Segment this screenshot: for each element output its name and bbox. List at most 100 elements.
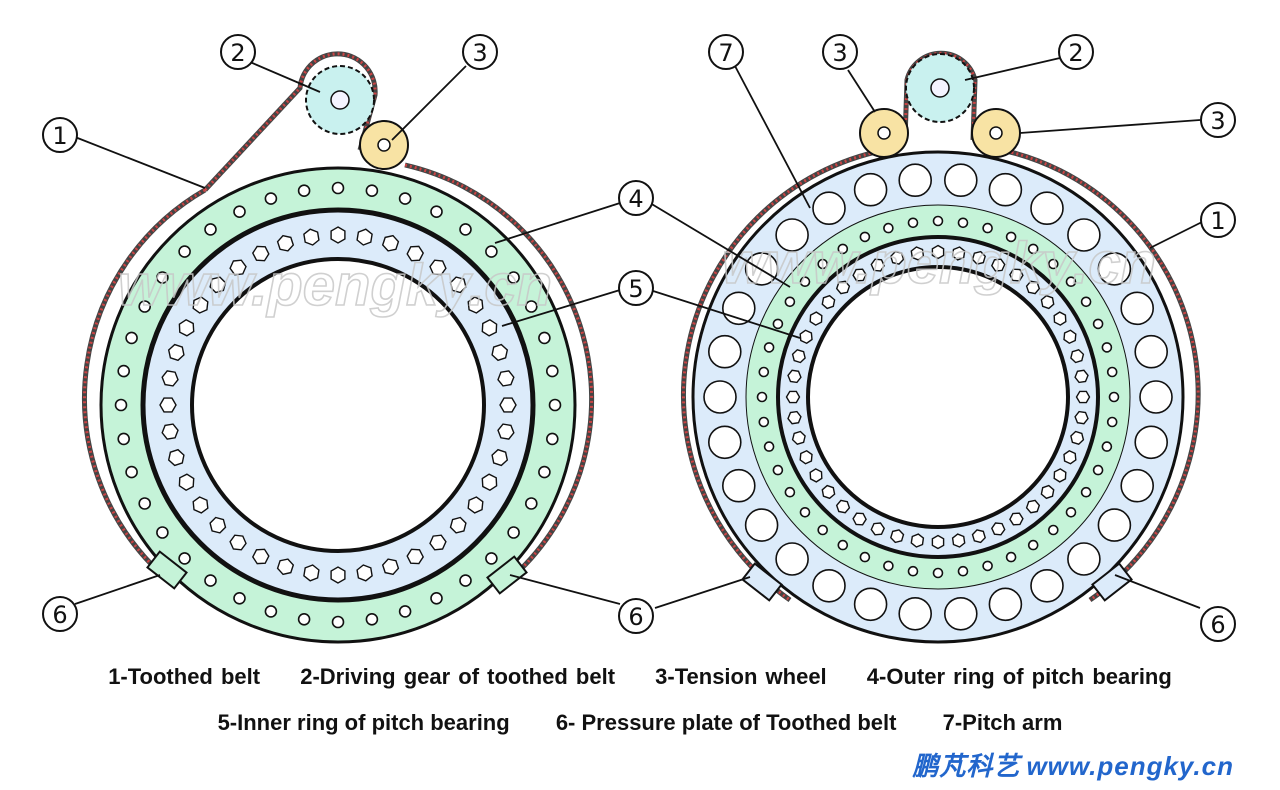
pitch-arm-hole — [721, 468, 756, 503]
pitch-arm-hole — [1067, 542, 1101, 576]
inner-ring-bolt-hex — [951, 533, 966, 548]
inner-ring-bolt-hex — [429, 259, 447, 276]
inner-ring-bolt-hex — [1074, 369, 1089, 384]
outer-ring-bolt-hole — [1048, 258, 1059, 270]
outer-ring-bolt-hole — [459, 223, 472, 236]
outer-ring-bolt-hole — [485, 245, 498, 258]
inner-ring-bolt-hex — [381, 234, 400, 252]
right-driving-gear — [905, 53, 975, 123]
inner-ring-bolt-hex — [890, 250, 905, 265]
pitch-arm-hole — [1120, 291, 1154, 326]
inner-ring-bolt-hex — [852, 512, 867, 526]
outer-ring-bolt-hole — [1106, 416, 1118, 428]
outer-ring-bolt-hole — [138, 300, 151, 313]
outer-ring-bolt-hole — [125, 465, 138, 479]
svg-text:7: 7 — [718, 39, 733, 67]
pitch-arm-hole — [943, 163, 978, 197]
outer-ring-bolt-hole — [204, 223, 217, 236]
inner-ring-bolt-hex — [209, 276, 227, 294]
svg-text:2: 2 — [1068, 39, 1083, 67]
inner-ring-bolt-hex — [330, 566, 346, 584]
right-tension-wheel-left — [859, 108, 909, 158]
pitch-arm-hole — [1134, 334, 1168, 369]
pitch-arm-hole — [988, 172, 1023, 207]
legend-row-1: 1-Toothed belt 2-Driving gear of toothed… — [0, 664, 1280, 690]
pitch-arm-hole — [1030, 568, 1064, 603]
outer-ring-bolt-hole — [763, 342, 775, 353]
pitch-arm-hole — [1139, 380, 1173, 414]
pitch-arm-hole — [988, 587, 1023, 622]
left-inner-ring-bolts — [159, 226, 517, 584]
right-outer-ring-holes — [756, 215, 1120, 579]
legend-item-inner-ring: 5-Inner ring of pitch bearing — [217, 710, 510, 735]
outer-ring-bolt-hole — [957, 565, 969, 577]
inner-ring-bolt-hex — [192, 496, 209, 514]
outer-ring-bolt-hole — [264, 192, 278, 205]
legend-item-toothed-belt: 1-Toothed belt — [108, 664, 261, 689]
right-pressure-plate-right — [1091, 562, 1133, 602]
outer-ring-bolt-hole — [331, 615, 345, 629]
legend-item-pressure-plate: 6- Pressure plate of Toothed belt — [555, 710, 897, 735]
outer-ring-bolt-hole — [883, 560, 894, 572]
outer-ring-bolt-hole — [932, 567, 944, 579]
pitch-arm-hole — [812, 568, 846, 603]
outer-ring-bolt-hole — [982, 222, 993, 234]
pitch-arm-hole — [703, 380, 737, 414]
inner-ring-bolt-hex — [931, 534, 945, 550]
inner-ring-bolt-hex — [429, 534, 447, 551]
inner-ring-bolt-hex — [852, 268, 867, 282]
svg-text:3: 3 — [832, 39, 847, 67]
outer-ring-bolt-hole — [932, 215, 944, 227]
left-assembly — [82, 51, 595, 644]
inner-ring-bolt-hex — [809, 311, 823, 326]
svg-text:1: 1 — [1210, 207, 1225, 235]
brand-url: www.pengky.cn — [1026, 751, 1234, 781]
inner-ring-bolt-hex — [785, 390, 801, 404]
outer-ring-bolt-hole — [117, 364, 130, 378]
outer-ring-bolt-hole — [1108, 391, 1120, 403]
outer-ring-bolt-hole — [1092, 318, 1104, 330]
outer-ring-bolt-hole — [156, 526, 169, 539]
left-callouts: 1 2 3 4 5 6 6 — [42, 34, 654, 634]
legend-row-2: 5-Inner ring of pitch bearing 6- Pressur… — [0, 710, 1280, 736]
outer-ring-bolt-hole — [1005, 231, 1017, 243]
pitch-arm-hole — [1120, 468, 1154, 503]
brand-cn: 鹏芃科艺 — [912, 751, 1021, 781]
outer-ring-bolt-hole — [178, 245, 191, 258]
svg-text:3: 3 — [472, 39, 487, 67]
inner-ring-bolt-hex — [1025, 499, 1041, 514]
inner-ring-bolt-hex — [1063, 329, 1077, 345]
outer-ring-bolt-hole — [524, 497, 538, 510]
right-toothed-belt-left-teeth — [682, 148, 886, 602]
outer-ring-bolt-hole — [538, 465, 551, 479]
inner-ring-bolt-hex — [910, 246, 925, 261]
outer-ring-bolt-hole — [114, 398, 128, 412]
outer-ring-bolt-hole — [331, 181, 345, 195]
outer-ring-bolt-hole — [365, 612, 379, 626]
inner-ring-bolt-hex — [1075, 390, 1091, 404]
right-pressure-plate-left — [741, 562, 783, 602]
outer-ring-bolt-hole — [758, 416, 770, 428]
outer-ring-bolt-hole — [430, 205, 443, 218]
pitch-arm-hole — [744, 508, 779, 542]
outer-ring-bolt-hole — [297, 612, 311, 626]
left-pressure-plate-right — [486, 555, 528, 595]
inner-ring-bolt-hex — [303, 564, 320, 582]
svg-text:6: 6 — [628, 603, 643, 631]
outer-ring-bolt-hole — [1106, 366, 1118, 378]
inner-ring-bolt-hex — [1040, 294, 1055, 310]
outer-ring-bolt-hole — [772, 464, 784, 476]
right-inner-ring-bore — [806, 265, 1070, 529]
callout-6-left-b: 6 — [618, 598, 654, 634]
callout-2-right: 2 — [1058, 34, 1094, 70]
outer-ring-bolt-hole — [1048, 524, 1059, 536]
pitch-arm-hole — [1134, 425, 1168, 460]
pitch-arm-hole — [1067, 218, 1101, 252]
pitch-arm-hole — [812, 191, 846, 225]
outer-ring-bolt-hole — [859, 231, 871, 243]
svg-text:6: 6 — [1210, 611, 1225, 639]
outer-ring-bolt-hole — [837, 243, 849, 255]
pitch-arm-hole — [943, 596, 978, 631]
svg-text:5: 5 — [628, 275, 643, 303]
inner-ring-bolt-hex — [178, 318, 195, 337]
